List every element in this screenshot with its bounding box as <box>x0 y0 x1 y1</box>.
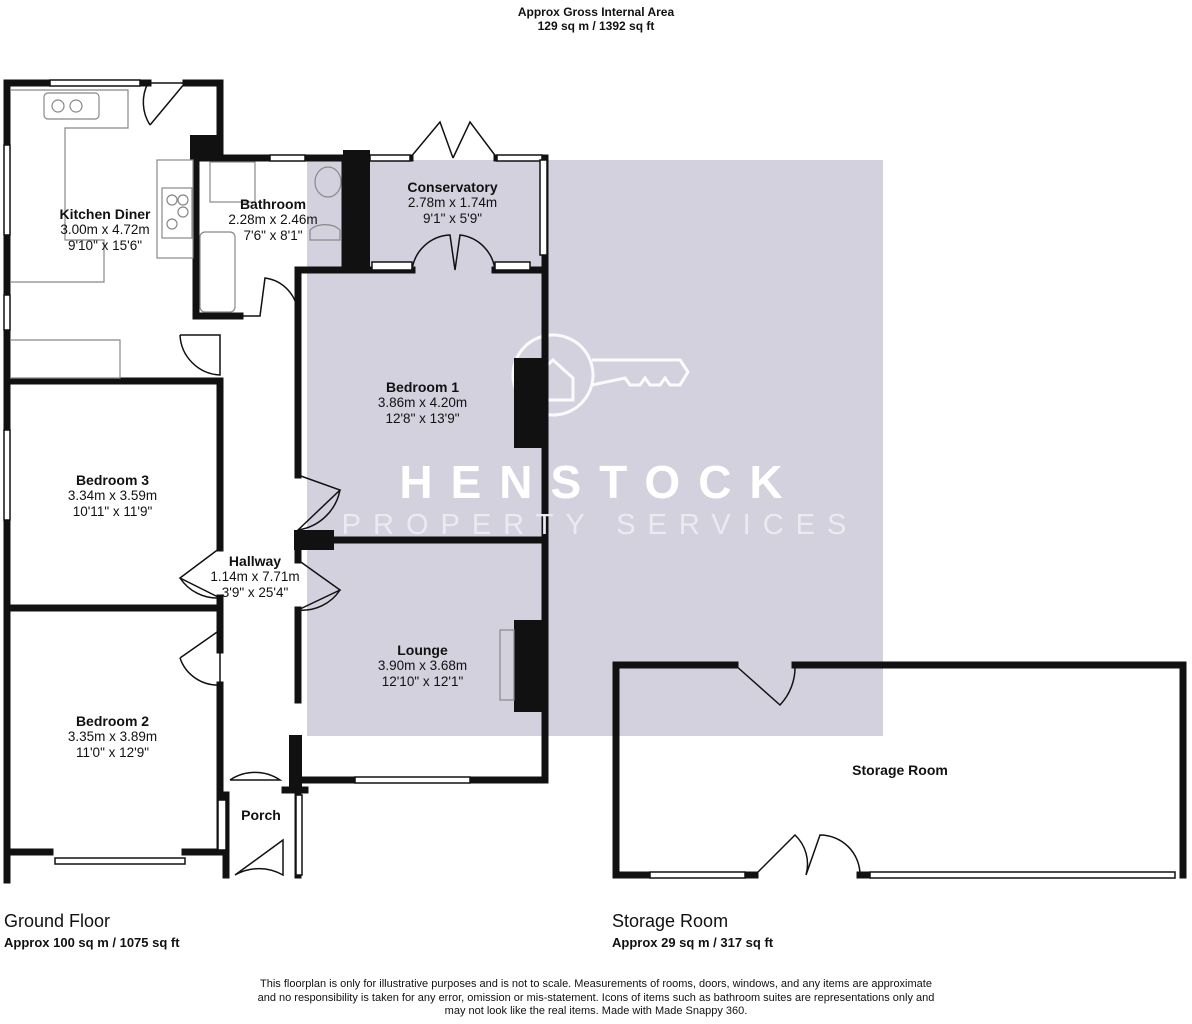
room-name: Storage Room <box>852 762 948 778</box>
watermark-brand: HENSTOCK <box>399 456 801 508</box>
disclaimer: This floorplan is only for illustrative … <box>200 978 992 1019</box>
room-name: Bedroom 2 <box>75 713 150 729</box>
room-imperial: 9'1" x 5'9" <box>422 211 483 226</box>
room-imperial: 3'9" x 25'4" <box>221 585 289 600</box>
doors <box>142 82 861 877</box>
room-name: Bedroom 3 <box>75 472 150 488</box>
windows <box>3 79 1176 879</box>
room-bedroom-1: Bedroom 1 3.86m x 4.20m 12'8" x 13'9" <box>340 379 505 427</box>
room-metric: 3.34m x 3.59m <box>67 488 158 503</box>
room-metric: 1.14m x 7.71m <box>210 569 300 584</box>
floor-ground: Ground Floor Approx 100 sq m / 1075 sq f… <box>4 911 180 950</box>
room-metric: 3.35m x 3.89m <box>67 729 158 744</box>
room-kitchen-diner: Kitchen Diner 3.00m x 4.72m 9'10" x 15'6… <box>20 206 190 254</box>
room-bedroom-2: Bedroom 2 3.35m x 3.89m 11'0" x 12'9" <box>30 713 195 761</box>
room-metric: 3.00m x 4.72m <box>60 222 150 237</box>
room-lounge: Lounge 3.90m x 3.68m 12'10" x 12'1" <box>340 642 505 690</box>
room-bedroom-3: Bedroom 3 3.34m x 3.59m 10'11" x 11'9" <box>30 472 195 520</box>
disclaimer-line: This floorplan is only for illustrative … <box>260 978 932 990</box>
room-imperial: 10'11" x 11'9" <box>72 504 153 519</box>
room-metric: 2.28m x 2.46m <box>228 212 318 227</box>
gross-area-header: Approx Gross Internal Area 129 sq m / 13… <box>0 5 1192 33</box>
room-name: Porch <box>241 807 281 823</box>
room-bathroom: Bathroom 2.28m x 2.46m 7'6" x 8'1" <box>198 196 348 244</box>
room-storage: Storage Room <box>800 762 1000 778</box>
disclaimer-line: may not look like the real items. Made w… <box>444 1005 748 1017</box>
disclaimer-line: and no responsibility is taken for any e… <box>257 991 935 1004</box>
chimney-blocks <box>190 135 544 793</box>
room-name: Kitchen Diner <box>59 206 151 222</box>
watermark-tagline: PROPERTY SERVICES <box>341 509 859 541</box>
room-hallway: Hallway 1.14m x 7.71m 3'9" x 25'4" <box>180 553 330 601</box>
room-imperial: 12'8" x 13'9" <box>385 411 460 426</box>
room-name: Bedroom 1 <box>385 379 460 395</box>
room-metric: 3.86m x 4.20m <box>377 395 468 410</box>
room-name: Lounge <box>397 642 448 658</box>
room-imperial: 9'10" x 15'6" <box>67 238 143 253</box>
room-porch: Porch <box>226 807 296 823</box>
room-imperial: 12'10" x 12'1" <box>381 674 464 689</box>
room-imperial: 7'6" x 8'1" <box>243 228 303 243</box>
room-metric: 3.90m x 3.68m <box>377 658 468 673</box>
watermark-background <box>307 160 883 736</box>
floor-name: Storage Room <box>612 911 729 931</box>
room-conservatory: Conservatory 2.78m x 1.74m 9'1" x 5'9" <box>370 179 535 227</box>
gross-area-title: Approx Gross Internal Area <box>517 5 675 19</box>
floor-area: Approx 100 sq m / 1075 sq ft <box>4 935 180 950</box>
floor-storage: Storage Room Approx 29 sq m / 317 sq ft <box>612 911 773 950</box>
floor-name: Ground Floor <box>4 911 111 931</box>
room-name: Conservatory <box>407 179 498 195</box>
room-metric: 2.78m x 1.74m <box>407 195 498 210</box>
fixtures <box>10 89 515 701</box>
room-name: Hallway <box>228 553 282 569</box>
gross-area-value: 129 sq m / 1392 sq ft <box>537 19 655 33</box>
floor-area: Approx 29 sq m / 317 sq ft <box>612 935 774 950</box>
room-imperial: 11'0" x 12'9" <box>75 745 150 760</box>
room-name: Bathroom <box>239 196 307 212</box>
